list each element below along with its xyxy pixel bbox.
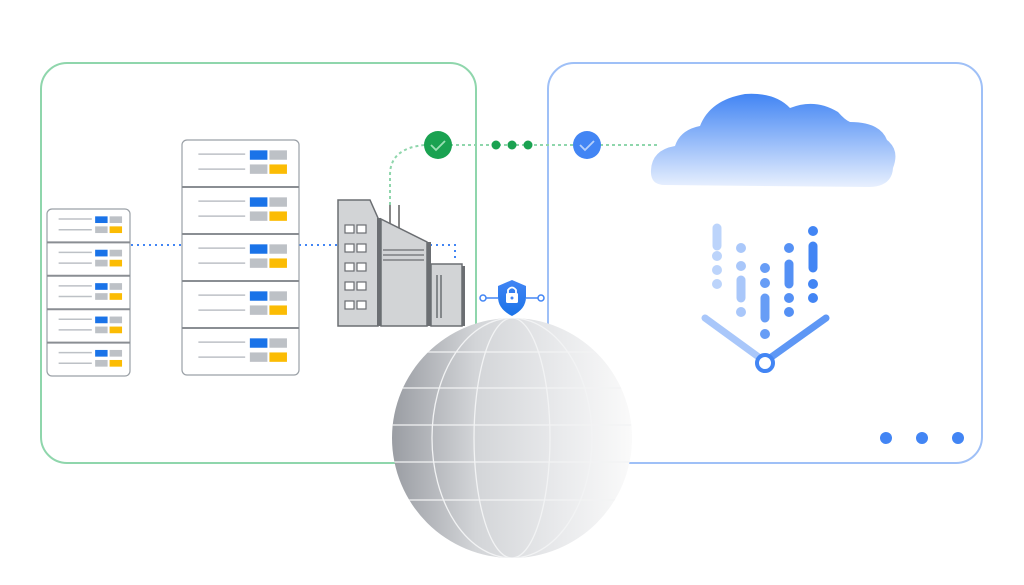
data-point <box>712 251 722 261</box>
status-led-yellow <box>109 293 123 300</box>
status-led-yellow <box>109 359 123 367</box>
rack-unit <box>182 233 299 268</box>
data-column <box>784 243 794 317</box>
on-premises-region <box>40 62 477 464</box>
rack-connectors <box>131 244 456 262</box>
shield-lock-icon <box>479 280 545 316</box>
small-server-rack <box>46 208 131 377</box>
rack-unit <box>182 327 299 362</box>
building-window <box>344 243 355 253</box>
status-led-yellow <box>269 352 287 362</box>
data-point <box>736 261 746 271</box>
rack-unit <box>47 308 130 334</box>
status-led-blue <box>249 291 268 301</box>
rack-frame <box>46 208 131 377</box>
status-led-blue <box>249 338 268 348</box>
data-column <box>808 226 818 303</box>
status-led-blue <box>249 244 268 254</box>
large-server-rack <box>181 139 300 376</box>
funnel-output-node <box>755 353 775 373</box>
connection-dots <box>491 140 533 150</box>
building-window <box>356 243 367 253</box>
building-window <box>356 224 367 234</box>
data-point <box>808 226 818 236</box>
data-point <box>784 243 794 253</box>
status-led-blue <box>95 249 108 257</box>
status-led-blue <box>95 349 108 357</box>
rack-unit <box>198 150 287 174</box>
rack-unit <box>182 186 299 221</box>
data-point <box>760 278 770 288</box>
status-led-yellow <box>269 211 287 221</box>
building-window <box>344 262 355 272</box>
status-led-yellow <box>109 259 123 267</box>
data-point <box>760 329 770 339</box>
building-window <box>356 262 367 272</box>
rack-unit <box>47 274 130 300</box>
status-led-blue <box>249 197 268 207</box>
data-column <box>712 223 722 289</box>
building-window <box>344 281 355 291</box>
status-led-blue <box>95 283 108 290</box>
building-window <box>356 300 367 310</box>
status-led-yellow <box>269 258 287 268</box>
more-horizontal-icon[interactable] <box>880 432 964 444</box>
office-building-icon <box>337 199 465 327</box>
status-led-blue <box>95 316 108 324</box>
funnel-right-arm <box>766 314 830 362</box>
data-point <box>784 293 794 303</box>
rack-unit <box>58 216 123 234</box>
globe-icon <box>392 318 632 558</box>
funnel-left-arm <box>701 314 764 362</box>
status-led-yellow <box>269 164 287 174</box>
data-point <box>736 243 746 253</box>
data-column <box>736 243 746 317</box>
data-point <box>760 263 770 273</box>
data-point <box>784 307 794 317</box>
building-window <box>356 281 367 291</box>
data-column <box>760 263 770 339</box>
data-point <box>808 279 818 289</box>
rack-unit <box>47 341 130 367</box>
status-led-yellow <box>109 326 123 334</box>
building-window <box>344 224 355 234</box>
status-led-blue <box>95 216 108 224</box>
cloud-region <box>547 62 983 464</box>
secure-check-blue <box>573 131 601 159</box>
status-led-yellow <box>109 226 123 234</box>
status-led-yellow <box>269 305 287 315</box>
data-ingest-funnel-icon <box>701 223 830 373</box>
rack-unit <box>47 241 130 267</box>
rack-unit <box>182 280 299 315</box>
building-window <box>344 300 355 310</box>
data-point <box>712 279 722 289</box>
data-point <box>808 293 818 303</box>
building-to-check-connector <box>389 144 426 205</box>
status-led-blue <box>249 150 268 160</box>
data-point <box>736 307 746 317</box>
cloud-icon <box>650 93 896 187</box>
secure-check-green <box>424 131 452 159</box>
data-point <box>712 265 722 275</box>
